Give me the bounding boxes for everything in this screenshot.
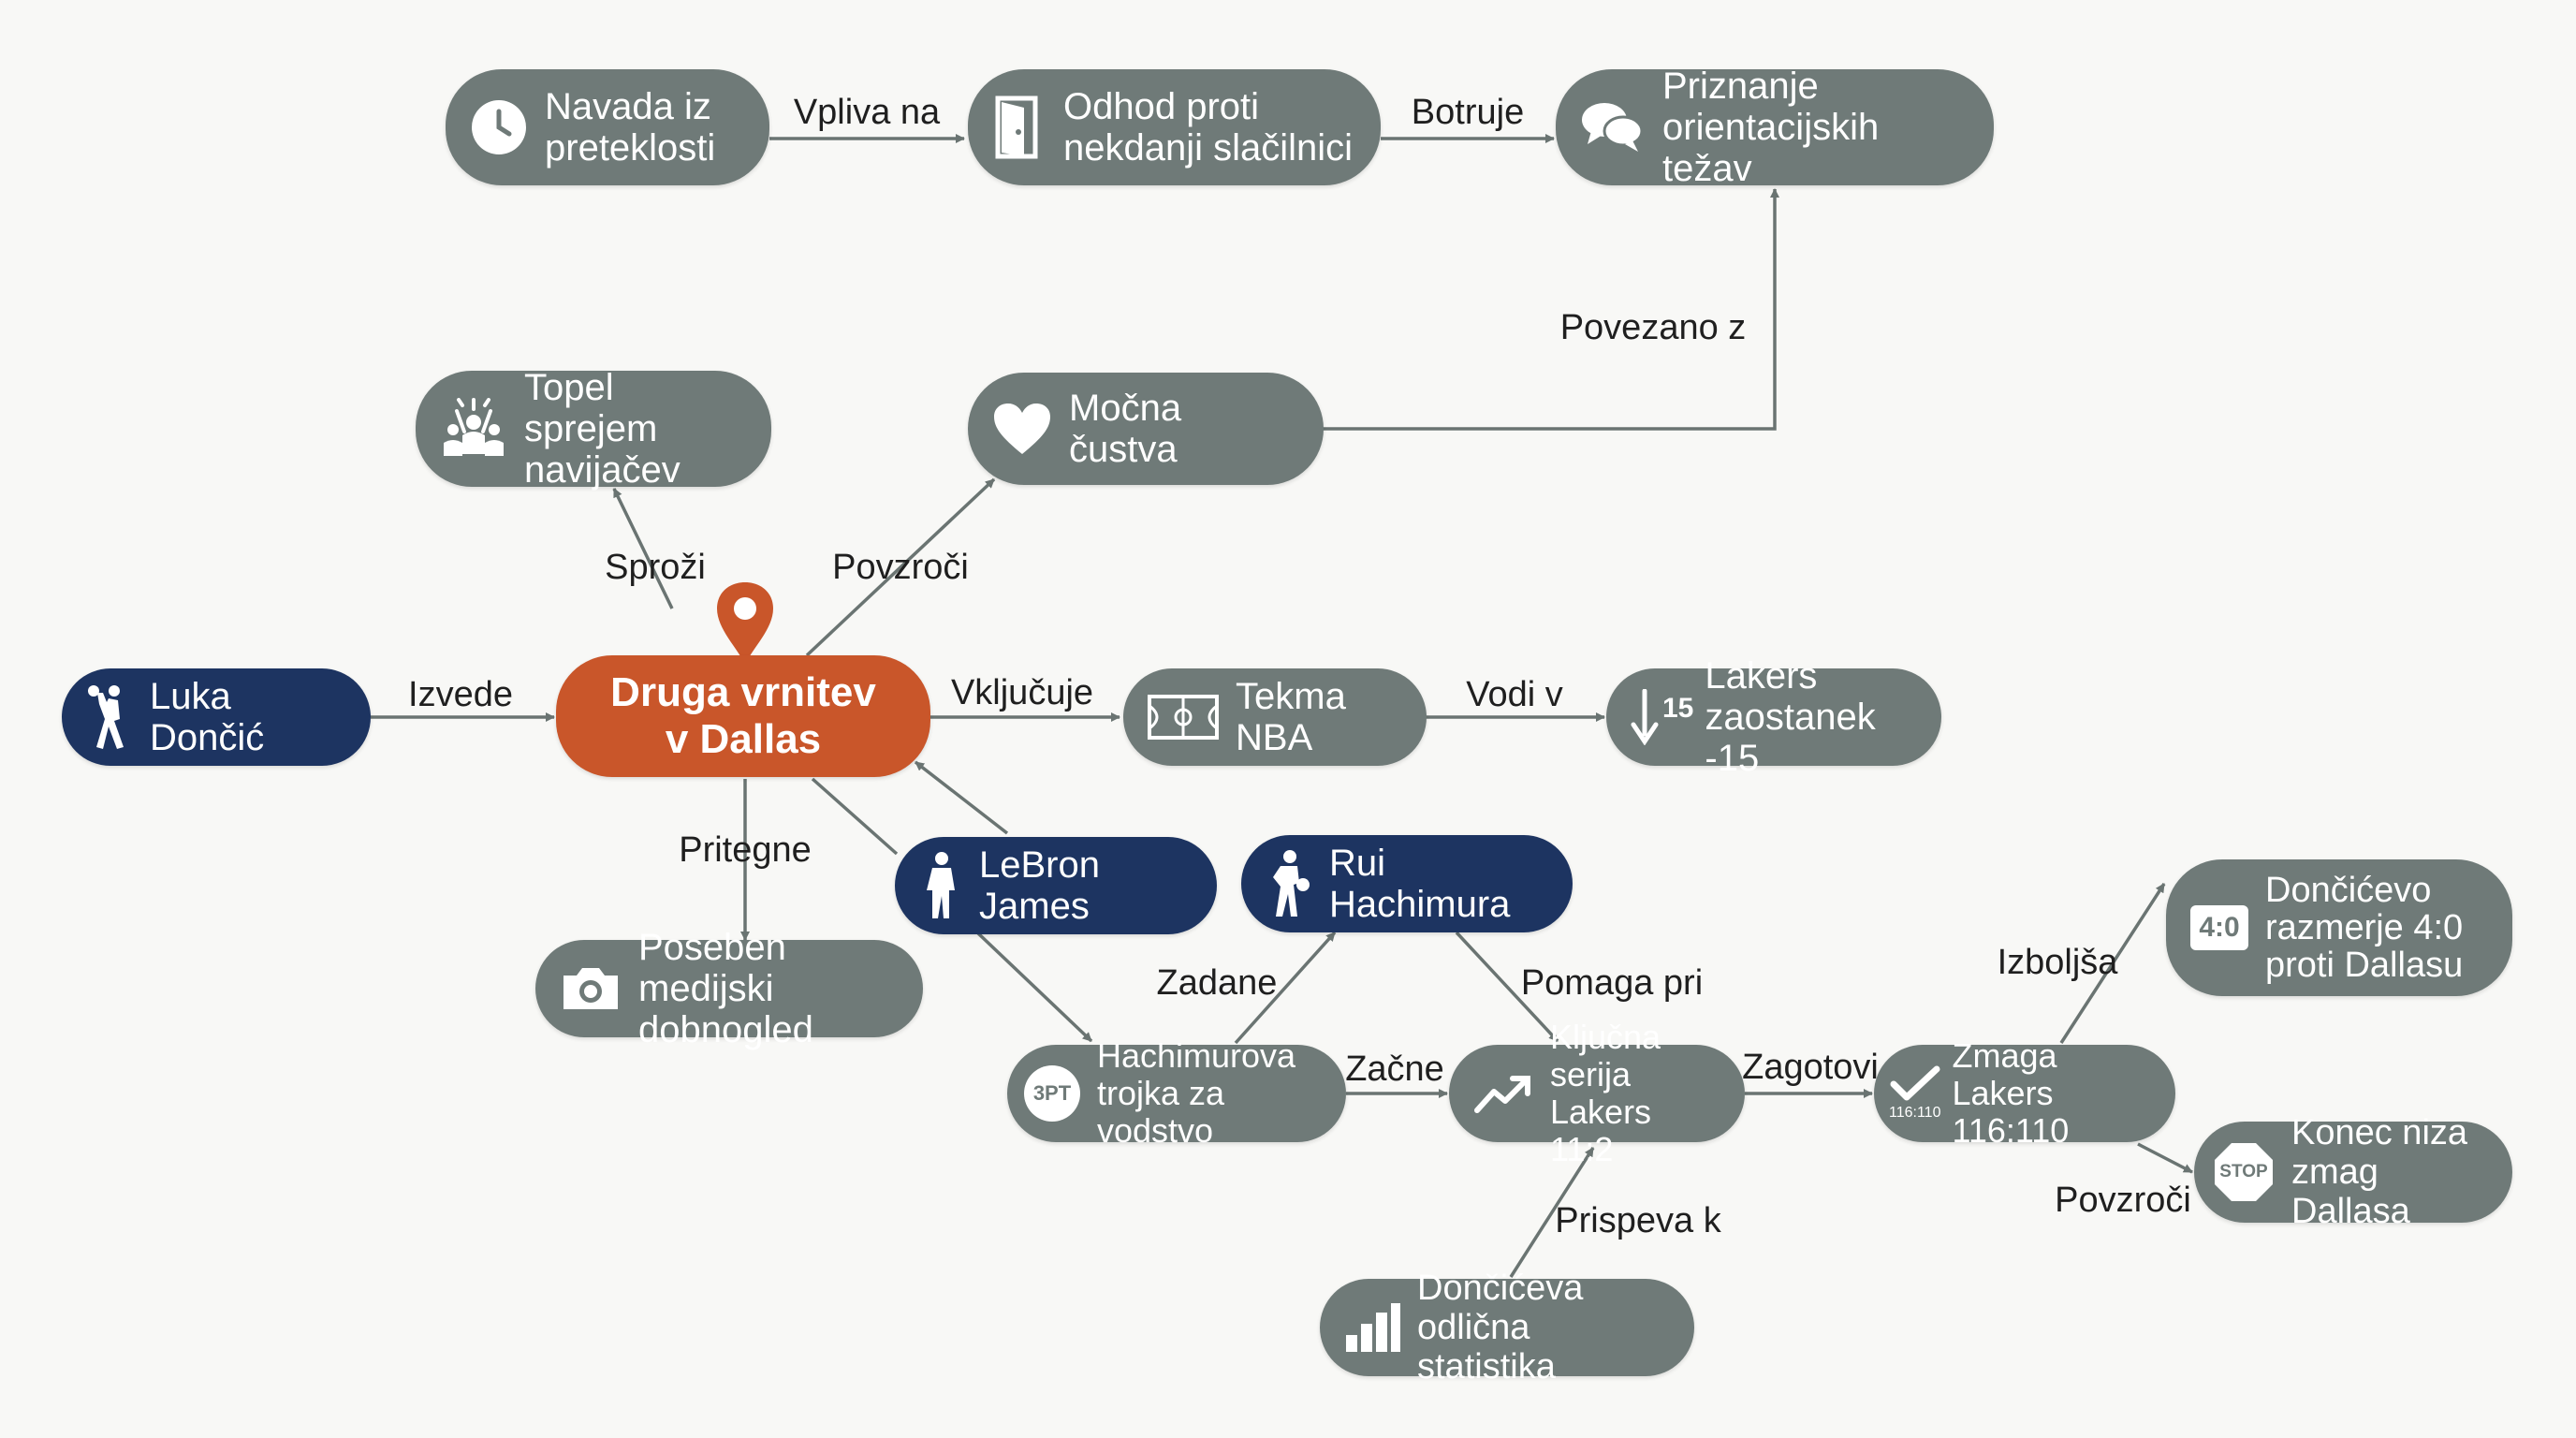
node-luka-doncic: Luka Dončić: [62, 668, 371, 766]
node-label: LeBron James: [979, 844, 1100, 927]
node-label: Poseben medijski dobnogled: [638, 927, 813, 1050]
door-icon: [992, 95, 1046, 160]
node-hachimurova-trojka: 3PT Hachimurova trojka za vodstvo: [1007, 1037, 1346, 1150]
edge-izboljsa: [2059, 883, 2166, 1044]
node-label: Konec niza zmag Dallasa: [2291, 1113, 2468, 1231]
node-topel-sprejem-navijacev: Topel sprejem navijačev: [416, 367, 771, 491]
label-povzroci-konec: Povzroči: [2055, 1181, 2191, 1220]
node-label: Lakers zaostanek -15: [1705, 655, 1876, 779]
camera-icon: [560, 964, 622, 1013]
node-donciceva-statistika: Dončićeva odlična statistika: [1320, 1269, 1694, 1387]
bar-chart-icon: [1344, 1303, 1400, 1352]
label-vpliva-na: Vpliva na: [794, 93, 941, 132]
label-prispeva-k: Prispeva k: [1555, 1201, 1721, 1240]
edge-lebron-to-trojka: [975, 931, 1093, 1043]
stop-label: STOP: [2219, 1162, 2268, 1181]
edge-pomaga-pri: [1455, 931, 1559, 1043]
down-arrow-icon: 15: [1631, 689, 1693, 745]
label-povezano-z: Povezano z: [1560, 308, 1747, 347]
label-zacne: Začne: [1345, 1049, 1444, 1089]
label-izvede: Izvede: [408, 675, 513, 714]
minus-15-badge: 15: [1662, 693, 1694, 724]
node-label: Močna čustva: [1069, 388, 1182, 470]
stop-sign-icon: STOP: [2213, 1141, 2275, 1203]
edge-povzroci-custva: [805, 477, 996, 657]
basketball-player-icon: [1266, 849, 1312, 918]
node-label: Tekma NBA: [1236, 676, 1346, 758]
score-small-label: 116:110: [1889, 1105, 1941, 1121]
node-doncicevo-razmerje: 4:0 Dončićevo razmerje 4:0 proti Dallasu: [2166, 859, 2512, 996]
basketball-court-icon: [1148, 695, 1219, 740]
node-lakers-zaostanek: 15 Lakers zaostanek -15: [1606, 655, 1941, 779]
edge-povzroci-konec: [2137, 1142, 2193, 1174]
node-kljucna-serija: Ključna serija Lakers 11:2: [1449, 1019, 1745, 1168]
node-lebron-james: LeBron James: [895, 837, 1217, 934]
node-label: Luka Dončić: [150, 676, 265, 758]
label-vkljucuje: Vključuje: [951, 673, 1093, 712]
node-label: Odhod proti nekdanji slačilnici: [1063, 86, 1354, 169]
edge-zadane: [1234, 931, 1337, 1045]
label-povzroci-custva: Povzroči: [832, 548, 969, 587]
label-pomaga-pri: Pomaga pri: [1521, 963, 1703, 1003]
label-zagotovi: Zagotovi: [1742, 1048, 1879, 1087]
label-botruje: Botruje: [1412, 93, 1524, 132]
node-odhod-proti-slacilnici: Odhod proti nekdanji slačilnici: [968, 69, 1381, 185]
node-zmaga-lakers: 116:110 Zmaga Lakers 116:110: [1874, 1037, 2175, 1150]
speech-bubbles-icon: [1580, 99, 1646, 155]
node-label: Zmaga Lakers 116:110: [1952, 1036, 2070, 1150]
node-label: Dončićevo razmerje 4:0 proti Dallasu: [2265, 871, 2464, 985]
node-poseben-medijski-dobnogled: Poseben medijski dobnogled: [535, 927, 923, 1050]
label-izboljsa: Izboljša: [1998, 943, 2119, 982]
edge-sprozi: [612, 488, 674, 609]
node-label: Rui Hachimura: [1329, 843, 1511, 925]
node-label: Navada iz preteklosti: [545, 86, 716, 169]
edge-prispeva-k: [1509, 1147, 1595, 1278]
node-konec-niza-zmag: STOP Konec niza zmag Dallasa: [2194, 1113, 2512, 1231]
node-priznanje-orientacijskih-tezav: Priznanje orientacijskih težav: [1556, 66, 1994, 189]
node-navada-iz-preteklosti: Navada iz preteklosti: [446, 69, 769, 185]
cheering-fans-icon: [440, 398, 507, 460]
edge-povezano-z: [1322, 188, 1779, 431]
node-label: Druga vrnitev v Dallas: [610, 669, 876, 762]
label-pritegne: Pritegne: [679, 830, 812, 870]
node-label: Hachimurova trojka za vodstvo: [1097, 1036, 1296, 1150]
edge-druga-to-lebron: [811, 777, 899, 856]
checkmark-score-icon: 116:110: [1889, 1065, 1940, 1122]
node-label: Dončićeva odlična statistika: [1417, 1269, 1584, 1387]
node-tekma-nba: Tekma NBA: [1123, 668, 1427, 766]
label-sprozi: Sproži: [605, 548, 706, 587]
location-pin-icon: [715, 580, 775, 667]
node-mocna-custva: Močna čustva: [968, 373, 1324, 485]
basketball-player-icon: [86, 683, 133, 751]
node-label: Topel sprejem navijačev: [524, 367, 681, 491]
clock-icon: [470, 98, 528, 156]
heart-icon: [992, 402, 1052, 456]
three-pointer-badge: 3PT: [1024, 1065, 1080, 1122]
edge-lebron-to-druga: [914, 760, 1009, 835]
node-label: Ključna serija Lakers 11:2: [1550, 1018, 1661, 1168]
basketball-player-icon: [919, 851, 962, 920]
ratio-badge: 4:0: [2190, 905, 2248, 950]
node-rui-hachimura: Rui Hachimura: [1241, 835, 1573, 932]
label-zadane: Zadane: [1157, 963, 1278, 1003]
label-vodi-v: Vodi v: [1466, 675, 1563, 714]
ratio-label: 4:0: [2199, 912, 2240, 943]
three-pointer-label: 3PT: [1032, 1081, 1072, 1105]
trend-up-icon: [1473, 1073, 1533, 1114]
node-label: Priznanje orientacijskih težav: [1662, 66, 1880, 189]
node-druga-vrnitev-v-dallas: Druga vrnitev v Dallas: [556, 655, 930, 777]
